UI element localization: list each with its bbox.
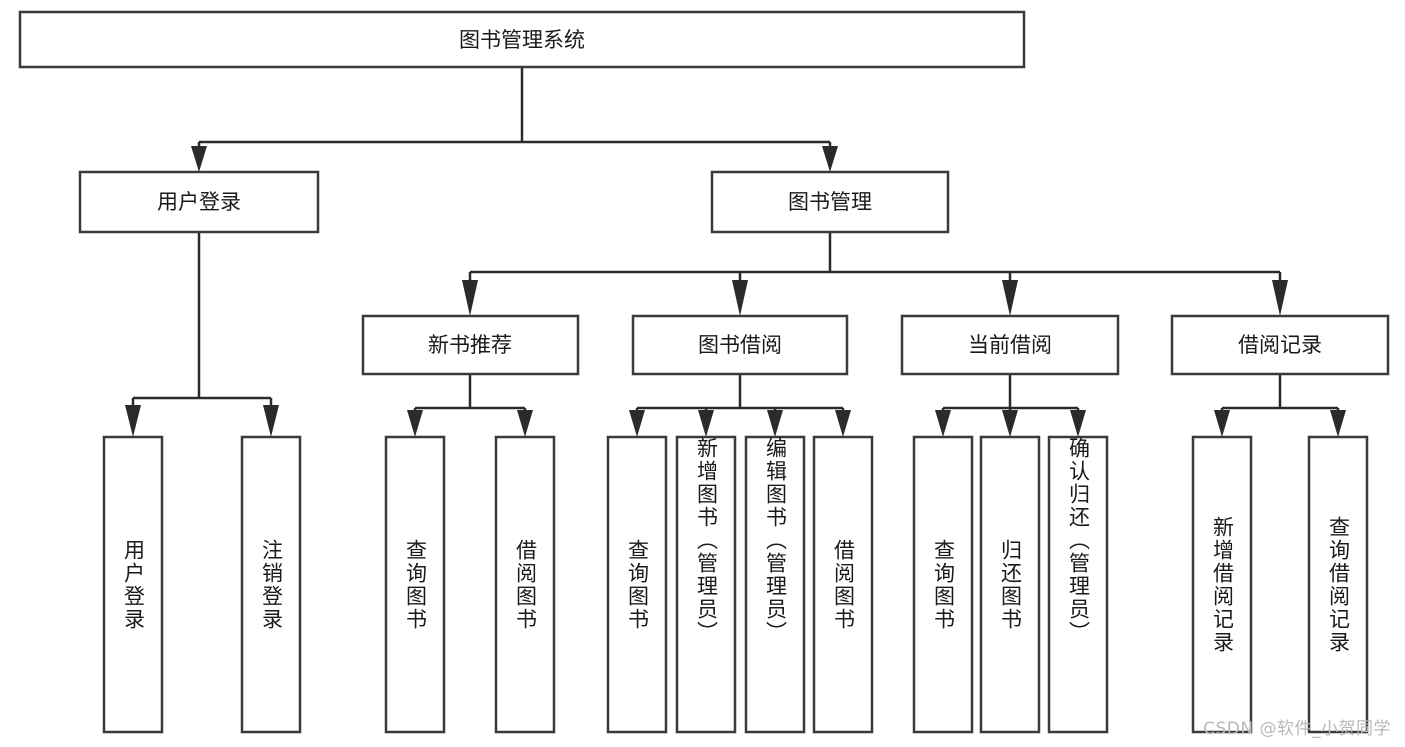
node-book-manage-box[interactable]: [710, 170, 950, 234]
node-root[interactable]: 图书管理系统: [18, 10, 1026, 69]
arrow-to-user-login-icon: [191, 146, 207, 172]
leaf-box-user-login-1[interactable]: [240, 435, 302, 734]
arrow-leaf-book-borrow-0-icon: [629, 410, 645, 437]
leaf-box-layer: [102, 435, 1369, 734]
leaf-box-book-borrow-2[interactable]: [744, 435, 806, 734]
arrow-leaf-user-login-0-icon: [125, 405, 141, 437]
node-current-borrow-box[interactable]: [900, 314, 1120, 376]
connector-layer: [125, 67, 1346, 437]
leaf-box-borrow-record-1[interactable]: [1307, 435, 1369, 734]
arrow-to-book-manage-icon: [822, 146, 838, 172]
arrow-leaf-book-borrow-1-icon: [698, 410, 714, 437]
node-book-borrow-box[interactable]: [631, 314, 849, 376]
leaf-box-user-login-0[interactable]: [102, 435, 164, 734]
leaf-box-new-book-0[interactable]: [384, 435, 446, 734]
node-user-login-box[interactable]: [78, 170, 320, 234]
watermark-text: CSDN @软件_小贺同学: [1203, 719, 1391, 739]
leaf-box-book-borrow-3[interactable]: [812, 435, 874, 734]
leaf-box-book-borrow-0[interactable]: [606, 435, 668, 734]
leaf-box-current-borrow-0[interactable]: [912, 435, 974, 734]
node-current-borrow-label: 当前借阅: [968, 333, 1052, 357]
node-book-borrow[interactable]: 图书借阅: [631, 314, 849, 376]
node-new-book-recommend-label: 新书推荐: [428, 333, 512, 357]
node-new-book-recommend-box[interactable]: [361, 314, 580, 376]
arrow-to-borrow-record-icon: [1272, 280, 1288, 316]
arrow-to-book-borrow-icon: [732, 280, 748, 316]
node-borrow-record-box[interactable]: [1170, 314, 1390, 376]
node-book-manage-label: 图书管理: [788, 190, 872, 214]
node-borrow-record-label: 借阅记录: [1238, 333, 1322, 357]
arrow-leaf-borrow-record-1-icon: [1330, 410, 1346, 437]
arrow-leaf-borrow-record-0-icon: [1214, 410, 1230, 437]
node-book-manage[interactable]: 图书管理: [710, 170, 950, 234]
arrow-leaf-new-book-0-icon: [407, 410, 423, 437]
leaf-box-borrow-record-0[interactable]: [1191, 435, 1253, 734]
node-book-borrow-label: 图书借阅: [698, 333, 782, 357]
arrow-leaf-current-borrow-0-icon: [935, 410, 951, 437]
node-current-borrow[interactable]: 当前借阅: [900, 314, 1120, 376]
arrow-to-current-borrow-icon: [1002, 280, 1018, 316]
node-user-login-label: 用户登录: [157, 190, 241, 214]
arrow-leaf-new-book-1-icon: [517, 410, 533, 437]
leaf-box-current-borrow-2[interactable]: [1047, 435, 1109, 734]
arrow-leaf-book-borrow-2-icon: [767, 410, 783, 437]
arrow-leaf-current-borrow-2-icon: [1070, 410, 1086, 437]
node-root-box[interactable]: [18, 10, 1026, 69]
node-user-login[interactable]: 用户登录: [78, 170, 320, 234]
node-new-book-recommend[interactable]: 新书推荐: [361, 314, 580, 376]
arrow-leaf-user-login-1-icon: [263, 405, 279, 437]
leaf-box-current-borrow-1[interactable]: [979, 435, 1041, 734]
arrow-leaf-current-borrow-1-icon: [1002, 410, 1018, 437]
arrow-leaf-book-borrow-3-icon: [835, 410, 851, 437]
node-borrow-record[interactable]: 借阅记录: [1170, 314, 1390, 376]
node-root-label: 图书管理系统: [459, 28, 585, 52]
leaf-box-new-book-1[interactable]: [494, 435, 556, 734]
leaf-box-book-borrow-1[interactable]: [675, 435, 737, 734]
arrow-to-new-book-icon: [462, 280, 478, 316]
